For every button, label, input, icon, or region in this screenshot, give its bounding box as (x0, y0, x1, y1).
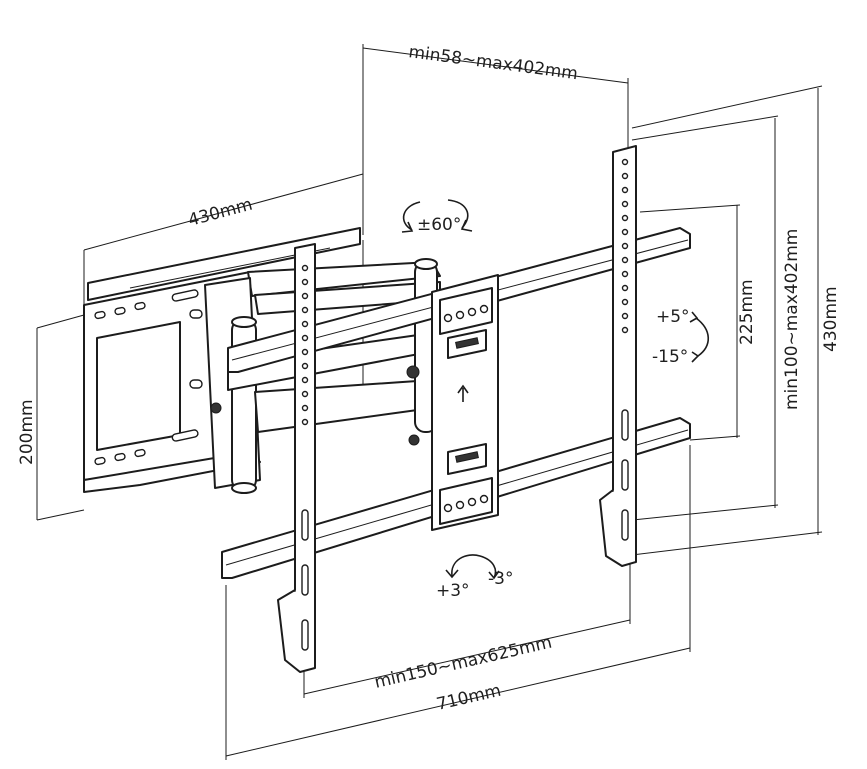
plate-width-dim-line (83, 173, 364, 251)
overall-width-dim-line (225, 647, 691, 757)
wall-pivot-bolt (210, 402, 222, 414)
label-vesa-vertical-range: min100~max402mm (782, 229, 802, 410)
label-tilt-up: +5° (656, 307, 690, 327)
left-arm-holes (301, 264, 309, 651)
vesa-225-ext-bottom (689, 435, 741, 441)
label-vesa-225: 225mm (737, 279, 757, 345)
plate-height-ext-top (36, 314, 85, 329)
label-plate-width: 430mm (186, 195, 255, 231)
label-level-plus: +3° (436, 581, 470, 601)
up-arrow-icon (457, 384, 469, 402)
label-overall-height: 430mm (821, 286, 841, 352)
label-overall-width: 710mm (435, 681, 503, 715)
dimension-lines (36, 44, 823, 760)
vesa-225-ext-top (639, 204, 741, 213)
wall-plate-window (96, 321, 181, 451)
label-tilt-down: -15° (652, 347, 688, 367)
front-arm-lower (254, 379, 433, 433)
rotation-indicators (401, 199, 710, 580)
right-arm-holes (621, 158, 629, 541)
label-rotation: ±60° (417, 215, 461, 235)
label-level-minus: -3° (488, 569, 513, 589)
level-arc-icon (451, 554, 497, 579)
tilt-arc-icon (695, 317, 710, 357)
overall-height-ext-top (631, 85, 823, 129)
center-bracket (431, 274, 499, 531)
top-depth-dim-line (362, 47, 629, 84)
vesa-402-ext-top (631, 115, 779, 141)
vesa-horizontal-dim-line (303, 619, 631, 695)
arm-pivot-bolt (406, 365, 420, 379)
label-plate-height: 200mm (17, 399, 37, 465)
right-vesa-arm (599, 145, 637, 567)
overall-height-ext-bottom (631, 531, 823, 556)
wall-plate-top-flange (87, 227, 361, 301)
plate-height-ext-bottom (36, 509, 85, 521)
articulating-arms (204, 258, 441, 494)
vesa-arms (277, 145, 637, 673)
vesa-402-ext-bottom (631, 504, 779, 521)
label-vesa-horizontal-range: min150~max625mm (373, 633, 554, 693)
label-top-depth: min58~max402mm (407, 42, 579, 84)
